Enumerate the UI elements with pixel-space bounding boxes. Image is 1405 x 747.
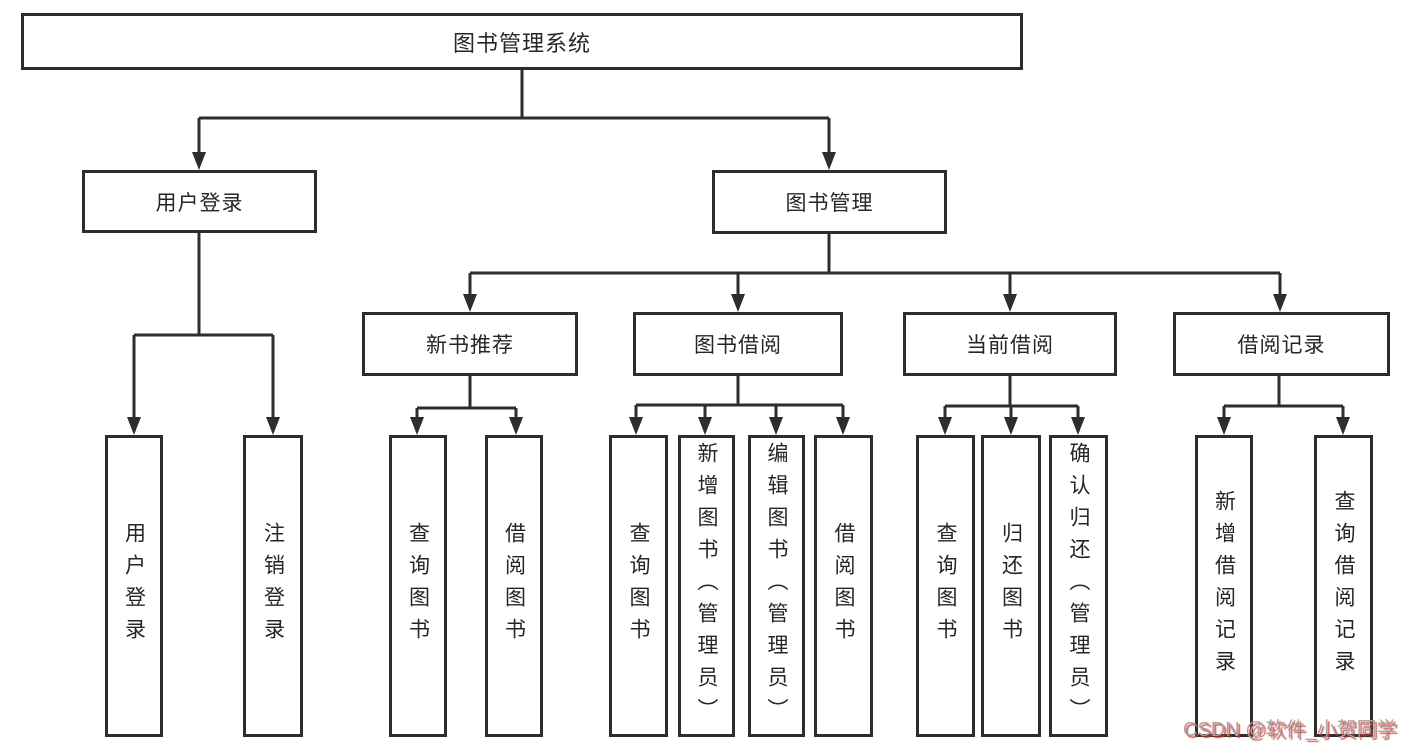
leaf-add-borrow-record: 新增借阅记录 bbox=[1195, 435, 1253, 737]
leaf-query-books-recommend: 查询图书 bbox=[389, 435, 447, 737]
leaf-query-borrow-record: 查询借阅记录 bbox=[1314, 435, 1373, 737]
node-new-book-recommendation: 新书推荐 bbox=[362, 312, 578, 376]
leaf-borrow-book-label: 借阅图书 bbox=[832, 522, 855, 650]
leaf-add-book-admin-label: 新增图书（管理员） bbox=[695, 442, 718, 730]
node-borrowing-records: 借阅记录 bbox=[1173, 312, 1390, 376]
leaf-query-books-current-label: 查询图书 bbox=[934, 522, 957, 650]
leaf-return-book-label: 归还图书 bbox=[999, 522, 1023, 650]
node-current-borrowing: 当前借阅 bbox=[903, 312, 1117, 376]
node-book-management: 图书管理 bbox=[712, 170, 947, 234]
leaf-add-book-admin: 新增图书（管理员） bbox=[678, 435, 735, 737]
leaf-logout: 注销登录 bbox=[243, 435, 303, 737]
leaf-borrow-books-recommend-label: 借阅图书 bbox=[502, 522, 526, 650]
leaf-query-books-current: 查询图书 bbox=[916, 435, 975, 737]
leaf-query-books-borrow: 查询图书 bbox=[609, 435, 668, 737]
node-library-management-system: 图书管理系统 bbox=[21, 13, 1023, 70]
node-book-borrowing: 图书借阅 bbox=[633, 312, 843, 376]
leaf-query-books-recommend-label: 查询图书 bbox=[406, 522, 430, 650]
leaf-query-borrow-record-label: 查询借阅记录 bbox=[1332, 490, 1355, 682]
arrowheads bbox=[127, 152, 1350, 435]
leaf-borrow-books-recommend: 借阅图书 bbox=[485, 435, 543, 737]
leaf-add-borrow-record-label: 新增借阅记录 bbox=[1212, 490, 1236, 682]
leaf-confirm-return-admin: 确认归还（管理员） bbox=[1049, 435, 1108, 737]
leaf-user-login-label: 用户登录 bbox=[122, 522, 146, 650]
csdn-watermark: CSDN @软件_小贺同学 bbox=[1183, 719, 1397, 741]
leaf-edit-book-admin-label: 编辑图书（管理员） bbox=[765, 442, 788, 730]
leaf-borrow-book: 借阅图书 bbox=[814, 435, 873, 737]
leaf-return-book: 归还图书 bbox=[981, 435, 1041, 737]
node-user-login: 用户登录 bbox=[82, 170, 317, 233]
leaf-user-login: 用户登录 bbox=[105, 435, 163, 737]
leaf-logout-label: 注销登录 bbox=[261, 522, 285, 650]
leaf-confirm-return-admin-label: 确认归还（管理员） bbox=[1067, 442, 1090, 730]
leaf-edit-book-admin: 编辑图书（管理员） bbox=[748, 435, 805, 737]
leaf-query-books-borrow-label: 查询图书 bbox=[627, 522, 650, 650]
